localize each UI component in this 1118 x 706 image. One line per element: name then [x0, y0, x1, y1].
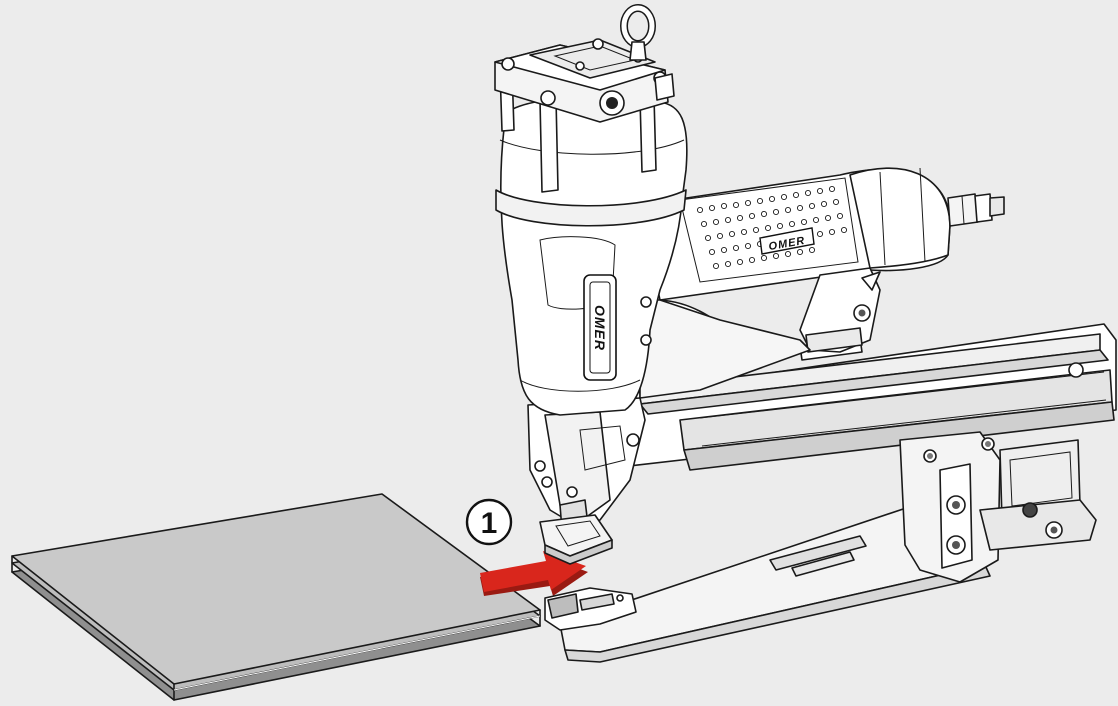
body-brand-badge: OMER — [583, 274, 617, 381]
push-arrow-icon — [480, 551, 588, 596]
step-number: 1 — [481, 507, 498, 540]
guide-arm — [544, 499, 1001, 663]
step-number-icon: 1 — [465, 498, 513, 546]
bracket-assembly — [899, 431, 1097, 583]
handle: OMER — [639, 167, 1005, 399]
top-plate-assembly — [494, 4, 675, 193]
workpiece-board — [11, 493, 541, 701]
triangle-marker-icon — [861, 271, 881, 291]
nailer-nose — [527, 397, 646, 565]
body-brand-text: OMER — [592, 305, 608, 351]
magazine-rail — [599, 323, 1117, 471]
air-fitting — [947, 193, 1005, 227]
eye-bolt-icon — [620, 4, 656, 61]
